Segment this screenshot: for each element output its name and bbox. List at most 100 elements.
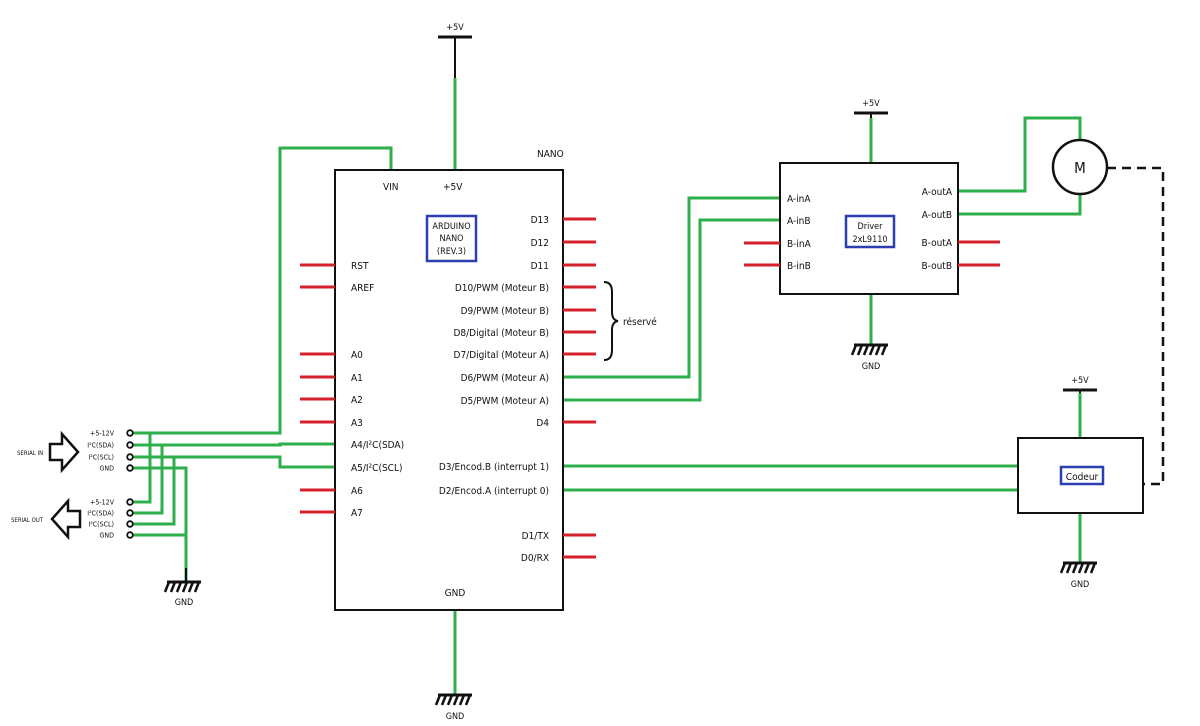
arduino-pin-d1-tx: D1/TX xyxy=(522,531,549,542)
arduino-pin-d4: D4 xyxy=(536,418,549,429)
bus-ground-symbol: GND xyxy=(163,580,201,608)
arduino-pin-d5-pwm-moteur-a: D5/PWM (Moteur A) xyxy=(461,396,549,407)
arduino-left-pins: RSTAREFA0A1A2A3A4/I²C(SDA)A5/I²C(SCL)A6A… xyxy=(300,261,404,519)
driver-pin-a-inb: A-inB xyxy=(787,216,811,227)
motor-circle xyxy=(1051,138,1109,196)
wire-outa-motor xyxy=(958,116,1082,193)
serial-out-pin-i-c-scl: I²C(SCL) xyxy=(88,521,114,529)
arduino-pin-d13: D13 xyxy=(531,215,549,226)
driver-5v-symbol: +5V xyxy=(854,99,888,115)
reserved-label: réservé xyxy=(623,316,657,328)
encoder-label-box xyxy=(1059,465,1105,486)
arduino-pin-a4-i-c-sda: A4/I²C(SDA) xyxy=(351,440,404,451)
arduino-pin-5v: +5V xyxy=(443,182,463,193)
arduino-gnd-label: GND xyxy=(446,712,465,722)
wire-vin-bus xyxy=(132,146,393,435)
arduino-pin-a7: A7 xyxy=(351,508,363,519)
arduino-pin-d9-pwm-moteur-b: D9/PWM (Moteur B) xyxy=(461,306,549,317)
serial-out-terminal xyxy=(126,520,134,528)
arduino-pin-d2-encod-a-interrupt-0: D2/Encod.A (interrupt 0) xyxy=(439,486,549,497)
arduino-pin-a3: A3 xyxy=(351,418,363,429)
wire-bus-sda-out xyxy=(132,445,164,515)
arduino-pin-vin: VIN xyxy=(383,182,399,193)
serial-in-terminal xyxy=(126,464,134,472)
arduino-ground-symbol: GND xyxy=(434,693,472,722)
arduino-pin-aref: AREF xyxy=(351,283,374,294)
encoder-label: Codeur xyxy=(1066,472,1099,483)
serial-in-pin-gnd: GND xyxy=(100,465,115,473)
driver-pin-a-outa: A-outA xyxy=(922,187,953,198)
wire-a5-scl xyxy=(132,455,335,469)
arduino-pin-d11: D11 xyxy=(531,261,549,272)
motor-encoder-link xyxy=(1107,166,1165,486)
driver-pin-a-ina: A-inA xyxy=(787,194,811,205)
driver-gnd-label: GND xyxy=(862,362,881,372)
arduino-pin-d10-pwm-moteur-b: D10/PWM (Moteur B) xyxy=(455,283,549,294)
serial-in-connector: SERIAL IN +5-12V I²C(SDA) I²C(SCL) GND xyxy=(17,429,134,474)
driver-label-line-1: Driver xyxy=(858,222,884,232)
encoder: Codeur xyxy=(1017,437,1144,514)
serial-in-arrow xyxy=(48,430,80,474)
wire-d5-inb xyxy=(563,218,780,402)
encoder-gnd-label: GND xyxy=(1071,580,1090,590)
arduino-pin-a2: A2 xyxy=(351,395,363,406)
arduino-pin-d12: D12 xyxy=(531,238,549,249)
arduino-pin-d8-digital-moteur-b: D8/Digital (Moteur B) xyxy=(454,328,550,339)
serial-out-terminal xyxy=(126,531,134,539)
arduino-pin-rst: RST xyxy=(351,261,369,272)
serial-in-label: SERIAL IN xyxy=(17,450,43,457)
motor: M xyxy=(1051,138,1109,196)
serial-in-terminal xyxy=(126,453,134,461)
driver-5v-label: +5V xyxy=(862,99,880,109)
reserved-brace xyxy=(603,281,619,361)
arduino-pin-a0: A0 xyxy=(351,350,363,361)
driver-ground-symbol: GND xyxy=(850,343,888,372)
connection-wires xyxy=(132,78,1082,695)
arduino-5v-symbol: +5V xyxy=(438,23,472,39)
serial-in-pins: +5-12V I²C(SDA) I²C(SCL) GND xyxy=(87,429,134,473)
arduino-pin-a6: A6 xyxy=(351,486,363,497)
arduino-label-box xyxy=(425,214,478,263)
encoder-5v-label: +5V xyxy=(1071,376,1089,386)
driver-pin-a-outb: A-outB xyxy=(922,210,952,221)
arduino-pin-d6-pwm-moteur-a: D6/PWM (Moteur A) xyxy=(461,373,549,384)
serial-in-pin-5-12v: +5-12V xyxy=(90,430,115,438)
serial-in-pin-i-c-scl: I²C(SCL) xyxy=(88,454,114,462)
arduino-label-line-3: (REV.3) xyxy=(437,247,466,257)
arduino-pin-d7-digital-moteur-a: D7/Digital (Moteur A) xyxy=(454,350,549,361)
driver-pin-b-ina: B-inA xyxy=(787,239,812,250)
serial-out-terminal xyxy=(126,498,134,506)
motor-label: M xyxy=(1074,159,1086,177)
serial-out-label: SERIAL OUT xyxy=(11,517,44,524)
bus-gnd-label: GND xyxy=(175,598,194,608)
arduino-pin-gnd: GND xyxy=(445,588,466,599)
wire-d6-ina xyxy=(563,196,780,379)
driver-label-line-2: 2xL9110 xyxy=(852,235,887,245)
encoder-body xyxy=(1017,437,1144,514)
serial-in-terminal xyxy=(126,441,134,449)
wire-bus-scl-out xyxy=(132,457,176,526)
wire-bus-power-out xyxy=(132,433,152,504)
encoder-5v-symbol: +5V xyxy=(1063,376,1097,392)
serial-in-pin-i-c-sda: I²C(SDA) xyxy=(87,442,114,450)
arduino-label-line-1: ARDUINO xyxy=(432,222,470,232)
serial-out-terminal xyxy=(126,509,134,517)
serial-out-pin-i-c-sda: I²C(SDA) xyxy=(87,510,114,518)
arduino-pin-d3-encod-b-interrupt-1: D3/Encod.B (interrupt 1) xyxy=(439,462,549,473)
driver-label-box xyxy=(844,214,896,249)
serial-in-terminal xyxy=(126,429,134,437)
arduino-label-line-2: NANO xyxy=(439,234,463,244)
arduino-pin-d0-rx: D0/RX xyxy=(521,553,549,564)
arduino-pin-a1: A1 xyxy=(351,373,363,384)
arduino-5v-label: +5V xyxy=(446,23,464,33)
wire-outb-motor xyxy=(958,194,1082,216)
serial-out-pin-gnd: GND xyxy=(100,532,115,540)
encoder-ground-symbol: GND xyxy=(1059,561,1097,590)
